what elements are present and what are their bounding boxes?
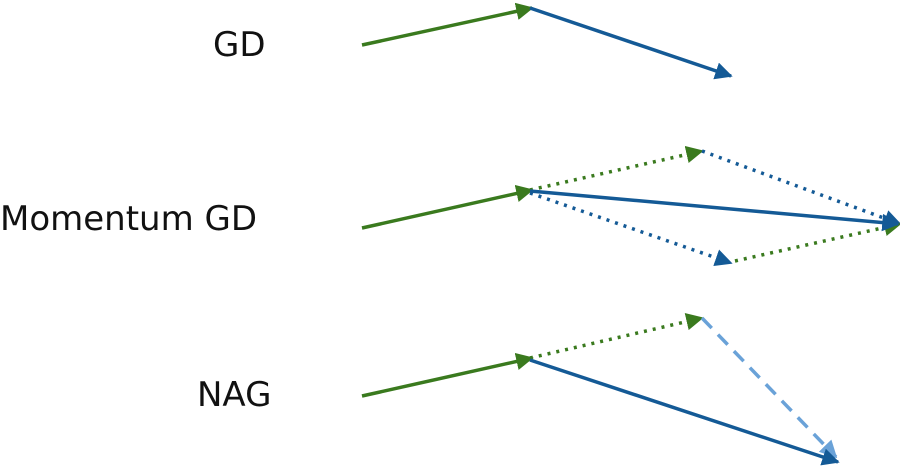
mgd-gradient-arrow xyxy=(361,184,534,230)
nag-dotted-gradient-arrow xyxy=(529,313,704,360)
mgd-dotted-gradient-arrow xyxy=(529,145,704,192)
gd-gradient-arrow xyxy=(361,2,534,47)
nag-label: NAG xyxy=(197,375,272,415)
mgd-dotted-gradient-arrow-2 xyxy=(734,218,900,263)
mgd-dotted-momentum-arrow-2 xyxy=(529,191,733,267)
nag-row xyxy=(361,313,840,466)
mgd-step-arrow xyxy=(529,189,900,232)
gd-label: GD xyxy=(213,25,266,65)
nag-lookahead-arrow xyxy=(700,316,838,459)
gd-step-arrow xyxy=(529,6,733,80)
momentum-gd-row xyxy=(361,145,900,267)
gd-row xyxy=(361,2,733,80)
momentum-gd-label: Momentum GD xyxy=(0,199,258,239)
nag-gradient-arrow xyxy=(361,352,534,398)
mgd-dotted-momentum-arrow xyxy=(701,149,900,227)
nag-step-arrow xyxy=(529,358,840,466)
